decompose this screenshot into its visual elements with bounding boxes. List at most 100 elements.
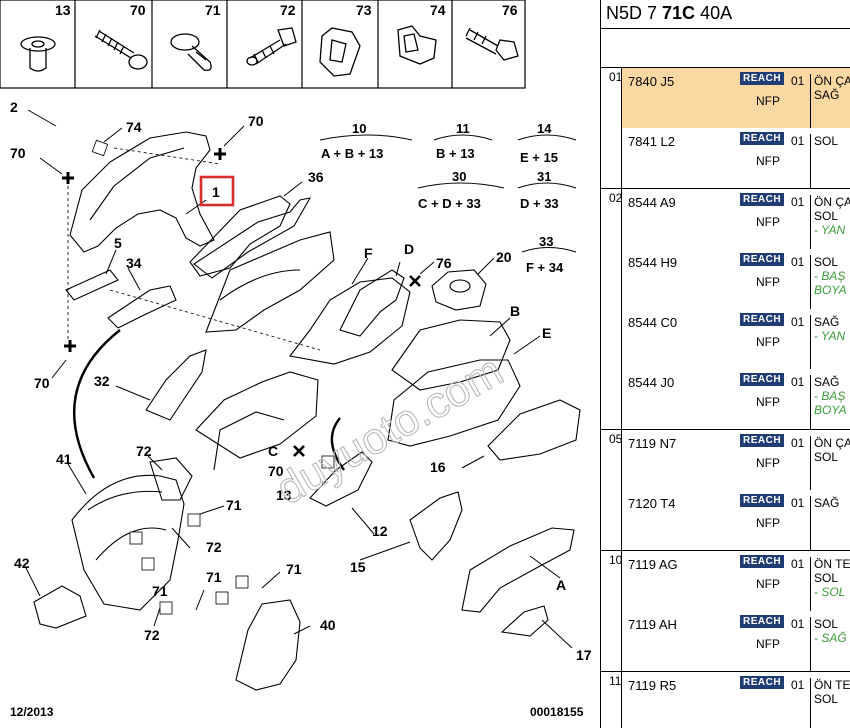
wheel-liner-41	[71, 474, 185, 611]
part-number[interactable]: 8544 A9	[628, 195, 676, 210]
part-number[interactable]: 7120 T4	[628, 496, 676, 511]
part-number[interactable]: 7841 L2	[628, 134, 675, 149]
front-fender	[69, 131, 215, 253]
callout-label[interactable]: 36	[308, 169, 324, 185]
callout-label[interactable]: 74	[126, 119, 142, 135]
reach-badge: REACH	[740, 72, 785, 85]
callout-label[interactable]: 70	[34, 375, 50, 391]
callout-label[interactable]: 20	[496, 249, 512, 265]
nfp-label: NFP	[756, 395, 780, 409]
callout-label[interactable]: 71	[286, 561, 302, 577]
callout-label[interactable]: 70	[248, 113, 264, 129]
callout-label[interactable]: 40	[320, 617, 336, 633]
callout-label[interactable]: 16	[430, 459, 446, 475]
bracket-15	[409, 491, 463, 561]
ref-code: 71C	[662, 3, 696, 23]
reach-badge: REACH	[740, 193, 785, 206]
callout-label[interactable]: 13	[276, 487, 292, 503]
callout-label[interactable]: 41	[56, 451, 72, 467]
callout-label[interactable]: 15	[350, 559, 366, 575]
part-description: SAĞ	[810, 496, 839, 550]
bracket-13	[309, 451, 373, 507]
callout-label[interactable]: B	[510, 303, 520, 319]
rail-16	[487, 399, 581, 461]
part-number[interactable]: 8544 H9	[628, 255, 678, 270]
inner-panel-f	[289, 277, 411, 365]
description-note: BOYA	[814, 403, 847, 417]
callout-label[interactable]: 71	[206, 569, 222, 585]
nfp-label: NFP	[756, 275, 780, 289]
part-number[interactable]: 7119 AG	[628, 557, 678, 572]
description-side: SAĞ	[814, 315, 840, 329]
parts-list-panel: N5D 7 71C 40A 01 7840 J5 REACH NFP 01 ÖN ÇA SA…	[600, 0, 850, 728]
callout-label[interactable]: 12	[372, 523, 388, 539]
quantity: 01	[791, 436, 805, 450]
callout-label[interactable]: 72	[144, 627, 160, 643]
description-side: SOL	[814, 571, 839, 585]
selected-part-marker[interactable]	[199, 175, 235, 207]
callout-label[interactable]: C	[268, 443, 278, 459]
inner-panel-b	[391, 319, 511, 391]
callout-label[interactable]: F	[364, 245, 373, 261]
callout-label[interactable]: 32	[94, 373, 110, 389]
description-title: ÖN ÇA	[814, 436, 850, 450]
part-number[interactable]: 7119 N7	[628, 436, 677, 451]
part-number[interactable]: 8544 C0	[628, 315, 678, 330]
callout-label[interactable]: 34	[126, 255, 142, 271]
quantity: 01	[791, 74, 805, 88]
callout-label[interactable]: 17	[576, 647, 592, 663]
fastener-num: 72	[280, 2, 296, 18]
reach-badge: REACH	[740, 434, 785, 447]
callout-label[interactable]: E	[542, 325, 551, 341]
group-number: 10	[609, 553, 623, 567]
legend-num: 33	[539, 234, 553, 249]
description-side: SOL	[814, 255, 839, 269]
callout-label[interactable]: 71	[226, 497, 242, 513]
callout-label[interactable]: 70	[10, 145, 26, 161]
description-title: ÖN TE	[814, 557, 850, 571]
part-number[interactable]: 7840 J5	[628, 74, 675, 89]
callout-label[interactable]: 42	[14, 555, 30, 571]
callout-label[interactable]: 70	[268, 463, 284, 479]
legend-formula: C + D + 33	[418, 196, 481, 211]
legend-num: 31	[537, 169, 551, 184]
fastener-num: 71	[205, 2, 221, 18]
callout-label[interactable]: 1	[212, 184, 220, 200]
callout-label[interactable]: 72	[136, 443, 152, 459]
reach-badge: REACH	[740, 313, 785, 326]
callout-label[interactable]: 72	[206, 539, 222, 555]
part-number[interactable]: 7119 R5	[628, 678, 677, 693]
quantity: 01	[791, 678, 805, 692]
model-reference: N5D 7 71C 40A	[601, 0, 850, 29]
callout-label[interactable]: 2	[10, 99, 18, 115]
description-title: ÖN ÇA	[814, 195, 850, 209]
callout-label[interactable]: 76	[436, 255, 452, 271]
callout-label[interactable]: A	[556, 577, 566, 593]
bracket-42	[33, 585, 87, 629]
part-number[interactable]: 7119 AH	[628, 617, 677, 632]
callout-label[interactable]: D	[404, 241, 414, 257]
part-number[interactable]: 8544 J0	[628, 375, 675, 390]
callout-label[interactable]: 5	[114, 235, 122, 251]
callout-label[interactable]: 71	[152, 583, 168, 599]
description-note: - SAĞ	[814, 631, 847, 645]
legend-formula: F + 34	[526, 260, 564, 275]
description-side: SOL	[814, 617, 839, 631]
quantity: 01	[791, 255, 805, 269]
